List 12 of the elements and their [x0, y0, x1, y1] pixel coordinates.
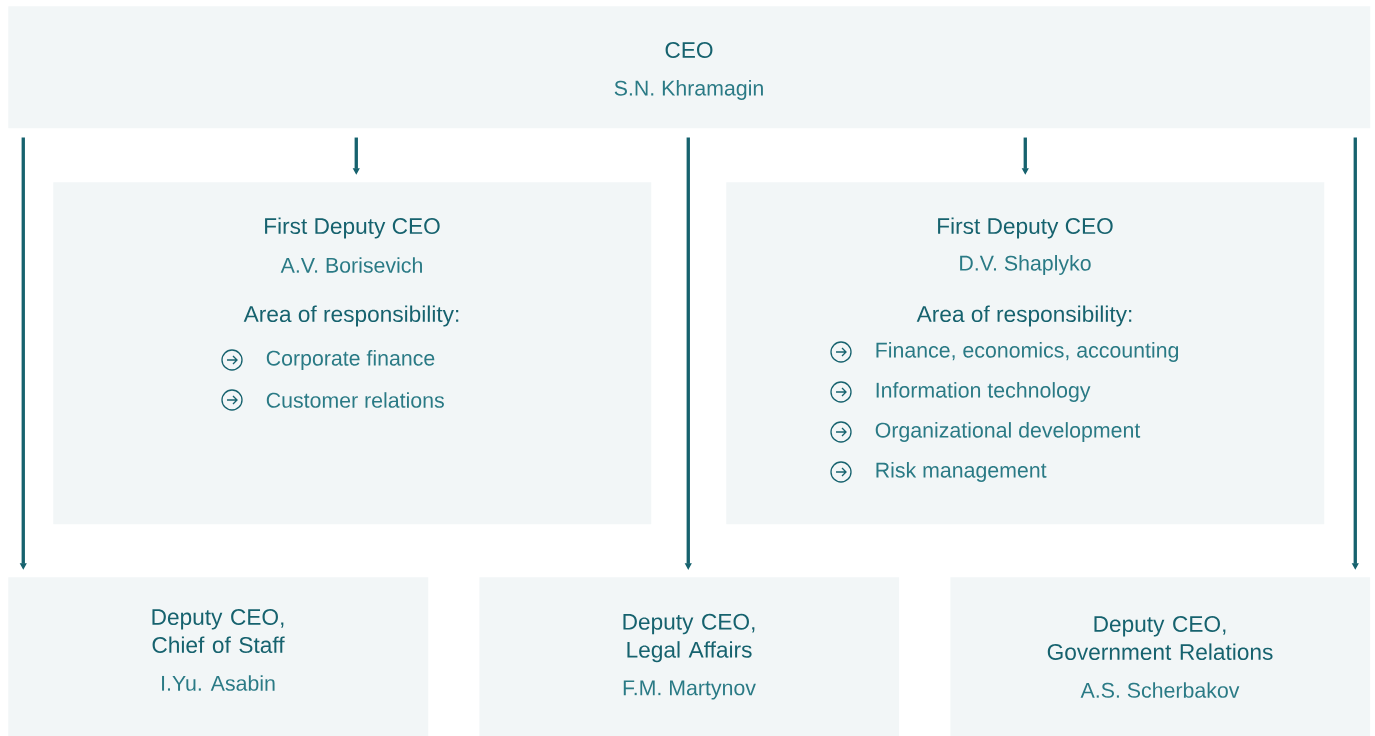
position-box: Deputy CEO, Legal Affairs F.M. Martynov [479, 577, 900, 736]
list-item: Risk management [876, 462, 1047, 482]
list-item: Customer relations [266, 392, 444, 408]
position-box: First Deputy CEO A.V. Borisevich Area of responsibility: Corporate finance Customer relations [53, 182, 652, 525]
position-box: Deputy CEO, Chief of Staff I.Yu. Asabin [8, 577, 429, 736]
list-item: Information technology [876, 382, 1091, 402]
position-box: First Deputy CEO D.V. Shaplyko Area of responsibility: Finance, economics, accounting Information technology Organizational development Risk management [726, 182, 1325, 525]
list-item: Corporate finance [266, 350, 435, 370]
list-item: Organizational development [875, 422, 1141, 442]
list-item: Finance, economics, accounting [876, 342, 1179, 362]
position-box: CEO S.N. Khramagin [8, 6, 1371, 129]
position-box: Deputy CEO, Government Relations A.S. Scherbakov [950, 577, 1371, 736]
